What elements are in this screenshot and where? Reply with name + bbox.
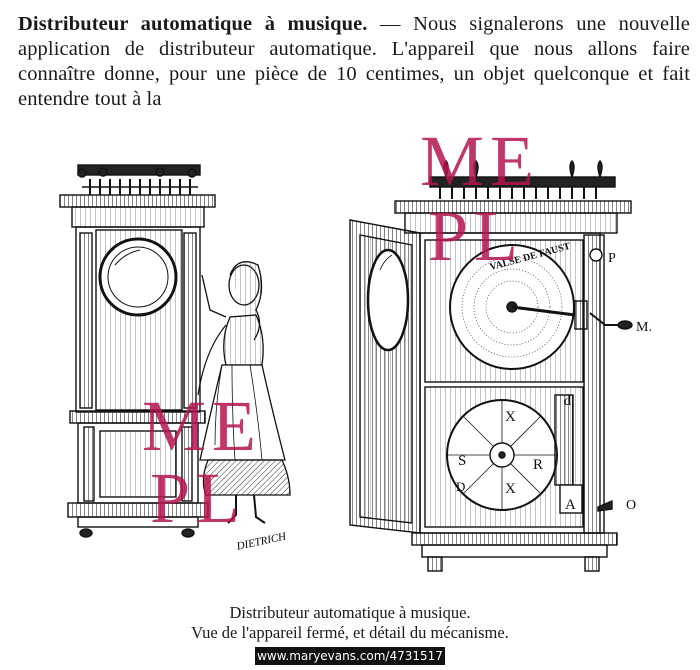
- label-x-top: X: [505, 409, 516, 425]
- label-m: M.: [636, 320, 652, 335]
- label-s: S: [458, 453, 466, 469]
- article-body: — Nous signalerons une nouvelle applicat…: [18, 13, 690, 110]
- label-p: P: [608, 251, 616, 266]
- watermark-top-pl: PL: [428, 196, 525, 276]
- watermark-bottom-pl: PL: [150, 458, 247, 538]
- label-d: d: [564, 394, 571, 409]
- watermark-top-me: ME: [420, 121, 540, 201]
- girl-figure: [197, 261, 291, 524]
- figure-caption-subtitle: Vue de l'appareil fermé, et détail du mé…: [191, 623, 509, 642]
- label-d-lower: D: [456, 479, 465, 494]
- article-paragraph: Distributeur automatique à musique. — No…: [18, 12, 690, 112]
- label-x-bottom: X: [505, 481, 516, 497]
- article-lead: Distributeur automatique à musique.: [18, 13, 368, 35]
- cabinet-door: [349, 219, 421, 534]
- label-r: R: [533, 457, 543, 473]
- watermark-bottom-me: ME: [142, 386, 262, 466]
- closed-cabinet: [59, 164, 216, 538]
- engraving-illustration: DIETRICH: [59, 160, 652, 572]
- figure-caption-title: Distributeur automatique à musique.: [229, 603, 471, 622]
- open-cabinet: [394, 160, 633, 572]
- image-credit: www.maryevans.com/4731517: [255, 647, 445, 665]
- label-o: O: [626, 498, 636, 513]
- label-a: A: [565, 497, 576, 513]
